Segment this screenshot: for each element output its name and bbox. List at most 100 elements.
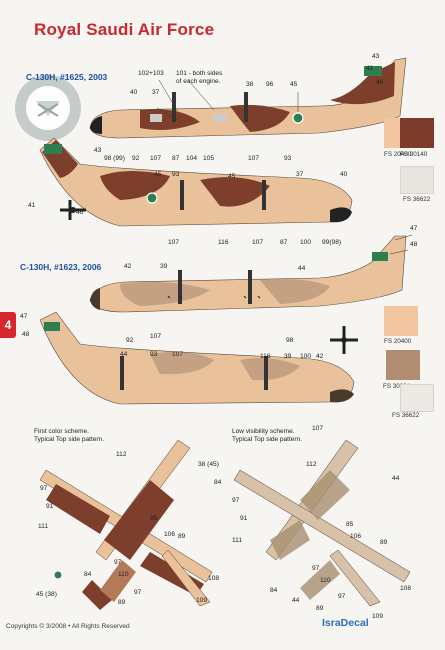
callout-111-b: 111 bbox=[232, 537, 243, 544]
callout-46-a: 46 bbox=[376, 79, 384, 86]
swatch-label-fs20400-bottom: FS 20400 bbox=[384, 338, 412, 345]
callout-91-a: 91 bbox=[46, 503, 54, 510]
callout-96: 96 bbox=[266, 81, 274, 88]
c130-1625-side-view-left bbox=[89, 57, 407, 139]
callout-leader-lines bbox=[156, 79, 413, 255]
propeller-icon bbox=[60, 207, 86, 213]
callout-107-e: 107 bbox=[150, 333, 162, 340]
swatch-label-fs30140-top: FS 30140 bbox=[400, 151, 428, 158]
rsaf-roundel-icon bbox=[15, 75, 81, 141]
callout-84-b: 84 bbox=[84, 571, 92, 578]
copyright-footer: Copyrights © 3/2008 • All Rights Reserve… bbox=[6, 623, 130, 630]
callout-89-c: 89 bbox=[380, 539, 388, 546]
swatch-label-fs30324-bottom: FS 30324 bbox=[383, 383, 411, 390]
swatch-fs30324-bottom bbox=[386, 350, 420, 380]
callout-91-b: 91 bbox=[240, 515, 248, 522]
callout-47-a: 47 bbox=[410, 225, 418, 232]
callout-87-b: 87 bbox=[280, 239, 288, 246]
callout-39-a: 39 bbox=[160, 263, 168, 270]
callout-97-e: 97 bbox=[312, 565, 320, 572]
callout-100-b: 100 bbox=[300, 353, 312, 360]
callout-44-a: 44 bbox=[298, 265, 306, 272]
callout-107-b: 107 bbox=[248, 155, 260, 162]
callout-116-a: 116 bbox=[218, 239, 229, 246]
swatch-fs36622-top bbox=[400, 166, 434, 196]
c130-1623-side-view-left bbox=[89, 235, 407, 313]
callout-108-b: 108 bbox=[400, 585, 412, 592]
callout-109-b: 109 bbox=[372, 613, 384, 620]
callout-89-d: 89 bbox=[316, 605, 324, 612]
callout-44-c: 44 bbox=[392, 475, 400, 482]
callout-112-b: 112 bbox=[306, 461, 317, 468]
callout-41-b: 41 bbox=[28, 202, 36, 209]
c130-top-view-low-visibility-scheme bbox=[233, 439, 411, 607]
callout-43-b: 43 bbox=[94, 147, 102, 154]
swatch-label-fs20400-top: FS 20400 bbox=[384, 151, 412, 158]
aircraft-2-label: C-130H, #1623, 2006 bbox=[20, 262, 102, 272]
aircraft-1-label: C-130H, #1625, 2003 bbox=[26, 72, 108, 82]
callout-84-a: 84 bbox=[214, 479, 222, 486]
swatch-label-fs36622-bottom: FS 36622 bbox=[392, 412, 420, 419]
swatch-fs20400-bottom bbox=[384, 306, 418, 336]
callout-40-b: 40 bbox=[340, 171, 348, 178]
callout-107-d: 107 bbox=[252, 239, 264, 246]
callout-46-b: 46 bbox=[76, 209, 84, 216]
callout-37-b: 37 bbox=[296, 171, 304, 178]
propeller-icon-2 bbox=[330, 326, 358, 354]
callout-43-a: 43 bbox=[372, 53, 380, 60]
callout-97-d: 97 bbox=[232, 497, 240, 504]
low-visibility-note: Low visibility scheme. Typical Top side … bbox=[232, 428, 302, 443]
callout-48-b: 48 bbox=[22, 331, 30, 338]
callout-45-a: 45 bbox=[290, 81, 298, 88]
callout-92-a: 92 bbox=[132, 155, 140, 162]
callout-44-d: 44 bbox=[292, 597, 300, 604]
callout-39-b: 39 bbox=[284, 353, 292, 360]
callout-111-a: 111 bbox=[38, 523, 49, 530]
callout-89-a: 89 bbox=[178, 533, 186, 540]
c130-top-view-first-scheme bbox=[39, 439, 213, 610]
callout-47-b: 47 bbox=[20, 313, 28, 320]
callout-44-b: 44 bbox=[120, 351, 128, 358]
callout-107-f: 107 bbox=[172, 351, 184, 358]
page-number-tab: 4 bbox=[0, 312, 16, 338]
callout-42-a: 42 bbox=[124, 263, 132, 270]
callout-104: 104 bbox=[186, 155, 198, 162]
callout-107-c: 107 bbox=[168, 239, 180, 246]
callout-93-b: 93 bbox=[172, 171, 180, 178]
swatch-fs30140-top bbox=[400, 118, 434, 148]
callout-97-a: 97 bbox=[40, 485, 48, 492]
callout-93-a: 93 bbox=[284, 155, 292, 162]
callout-87-a: 87 bbox=[172, 155, 180, 162]
callout-98-99: 98 (99) bbox=[104, 155, 125, 162]
callout-107-a: 107 bbox=[150, 155, 162, 162]
brand-logo: IsraDecal bbox=[322, 617, 369, 629]
engine-note-line2: of each engine. bbox=[176, 78, 221, 85]
callout-105: 105 bbox=[203, 155, 215, 162]
callout-89-b: 89 bbox=[118, 599, 126, 606]
callout-42-b: 42 bbox=[316, 353, 324, 360]
callout-85-a: 85 bbox=[150, 515, 158, 522]
callout-37-a: 37 bbox=[152, 89, 160, 96]
c130-1625-side-view-right bbox=[39, 137, 353, 227]
first-scheme-note: First color scheme. Typical Top side pat… bbox=[34, 428, 104, 443]
callout-116-b: 116 bbox=[260, 353, 271, 360]
callout-84-c: 84 bbox=[270, 587, 278, 594]
callout-97-f: 97 bbox=[338, 593, 346, 600]
callout-102-103: 102+103 bbox=[138, 70, 164, 77]
callout-112-a: 112 bbox=[116, 451, 127, 458]
callout-110-b: 110 bbox=[320, 577, 331, 584]
callout-107-g: 107 bbox=[312, 425, 324, 432]
callout-106-b: 106 bbox=[350, 533, 362, 540]
callout-40-a: 40 bbox=[130, 89, 138, 96]
callout-97-b: 97 bbox=[114, 559, 122, 566]
page-title: Royal Saudi Air Force bbox=[34, 20, 215, 39]
callout-99-98: 99(98) bbox=[322, 239, 342, 246]
callout-45-38: 45 (38) bbox=[36, 591, 57, 598]
callout-108-a: 108 bbox=[208, 575, 220, 582]
c130-1623-side-view-right bbox=[39, 311, 355, 405]
callout-97-c: 97 bbox=[134, 589, 142, 596]
callout-45-c: 45 bbox=[228, 173, 236, 180]
callout-38-a: 38 bbox=[246, 81, 254, 88]
